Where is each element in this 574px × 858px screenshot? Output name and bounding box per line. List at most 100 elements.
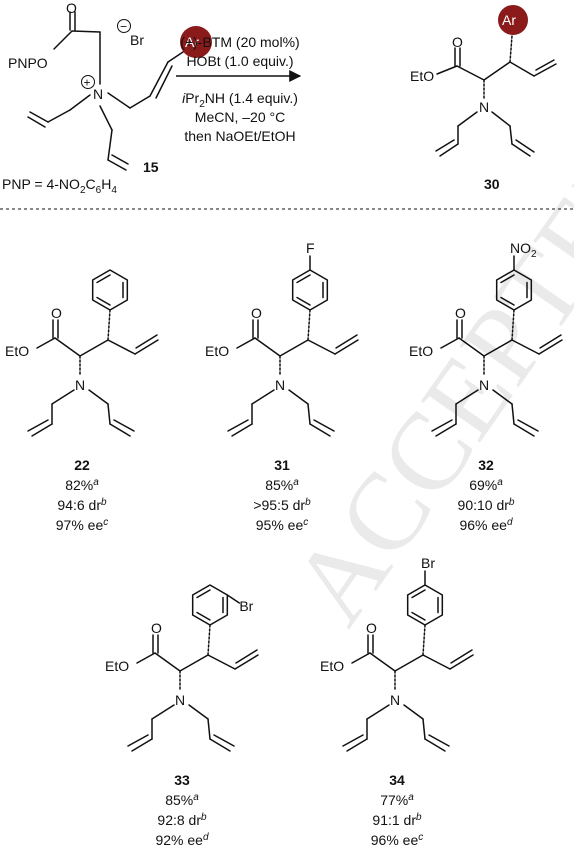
carbonyl-o: O (366, 620, 377, 636)
ar-label-product: Ar (502, 12, 516, 28)
bond (196, 589, 211, 599)
yield-value-footnote: a (408, 792, 414, 803)
bond (342, 734, 364, 747)
bond (440, 337, 460, 349)
bond (127, 734, 149, 747)
yield-value-text: 85% (265, 477, 293, 493)
dr-value: >95:5 drb (253, 497, 311, 513)
nitrogen: N (390, 692, 400, 708)
bond (134, 339, 159, 355)
condition-solvent: MeCN, –20 °C (195, 109, 285, 125)
dr-value-footnote: b (305, 497, 311, 508)
ethoxy-group: EtO (320, 658, 344, 674)
compound-number-30: 30 (484, 176, 500, 192)
ee-value: 95% eec (256, 517, 308, 533)
bond (538, 339, 563, 355)
bond (309, 423, 331, 437)
bond (135, 334, 158, 349)
minus-charge: − (120, 20, 127, 34)
compound-number: 34 (389, 772, 405, 788)
bond (231, 423, 253, 437)
bond (213, 734, 235, 747)
bond (424, 738, 446, 752)
reactant-nitrogen: N (93, 86, 103, 102)
bond (411, 589, 426, 599)
bond (422, 654, 451, 670)
product-30-nitrogen: N (479, 99, 489, 115)
yield-value: 82%a (65, 477, 99, 493)
bond (500, 274, 515, 284)
substituent-text: F (306, 240, 315, 256)
bond (296, 274, 311, 284)
bond (234, 654, 259, 670)
ethoxy-group: EtO (409, 343, 433, 359)
ethoxy-group: EtO (105, 658, 129, 674)
condition-workup: then NaOEt/EtOH (184, 128, 295, 144)
substituent-text: Br (421, 555, 435, 571)
bond (351, 652, 371, 664)
bond (335, 334, 358, 349)
bond (334, 339, 359, 355)
condition-base: iPr2NH (1.4 equiv.) (182, 90, 298, 110)
bond (151, 704, 175, 720)
product-30-carbonyl-o: O (452, 34, 463, 50)
ee-value-text: 96% ee (371, 832, 419, 848)
ee-value: 96% eed (459, 517, 512, 533)
bond (511, 309, 515, 341)
benzene-ring (191, 584, 229, 626)
yield-value-footnote: a (193, 792, 199, 803)
bond (196, 611, 211, 621)
benzene-ring (291, 269, 329, 311)
nitrogen: N (75, 377, 85, 393)
bond (209, 738, 231, 752)
ee-value-footnote: c (418, 832, 423, 843)
ee-value-footnote: c (103, 517, 108, 528)
ethoxy-group: EtO (205, 343, 229, 359)
bond (458, 337, 485, 357)
bond (107, 339, 136, 355)
yield-value-text: 82% (65, 477, 93, 493)
dr-value-text: 92:8 dr (157, 812, 201, 828)
ar-label-reactant: Ar (185, 34, 199, 50)
bond (422, 624, 426, 656)
bond (236, 337, 256, 349)
compound-number-15: 15 (143, 159, 159, 175)
benzene-ring (91, 269, 129, 311)
bond (226, 594, 241, 604)
bond (307, 309, 311, 341)
bond (254, 337, 281, 357)
bond (307, 339, 336, 355)
ee-value-text: 92% ee (155, 832, 203, 848)
dr-value-footnote: b (416, 812, 422, 823)
reactant-pnpo: PNPO (8, 55, 48, 71)
yield-value-text: 85% (165, 792, 193, 808)
bond (279, 339, 309, 357)
bond (251, 389, 275, 405)
reaction-conditions: (+)-BTM (20 mol%) HOBt (1.0 equiv.) iPr2… (176, 34, 302, 144)
bond (422, 718, 426, 740)
bond (428, 734, 450, 747)
yield-value-footnote: a (293, 477, 299, 488)
bond (27, 419, 49, 432)
substituent-br: Br (421, 555, 435, 571)
dr-value-footnote: b (509, 497, 515, 508)
substituent-f: F (306, 240, 315, 256)
dr-value-footnote: b (201, 812, 207, 823)
nitrogen: N (175, 692, 185, 708)
bond (207, 718, 211, 740)
bond (366, 704, 390, 720)
bond (539, 334, 562, 349)
bond (235, 649, 258, 664)
dr-value-footnote: b (101, 497, 107, 508)
bond (313, 419, 335, 432)
nitrogen: N (479, 377, 489, 393)
bond (449, 654, 474, 670)
dr-value-text: 91:1 dr (372, 812, 416, 828)
bond (431, 419, 453, 432)
bond (96, 296, 111, 306)
bond (513, 423, 535, 437)
dr-value-text: 90:10 dr (458, 497, 510, 513)
bond (411, 611, 426, 621)
carbonyl-o: O (251, 305, 262, 321)
